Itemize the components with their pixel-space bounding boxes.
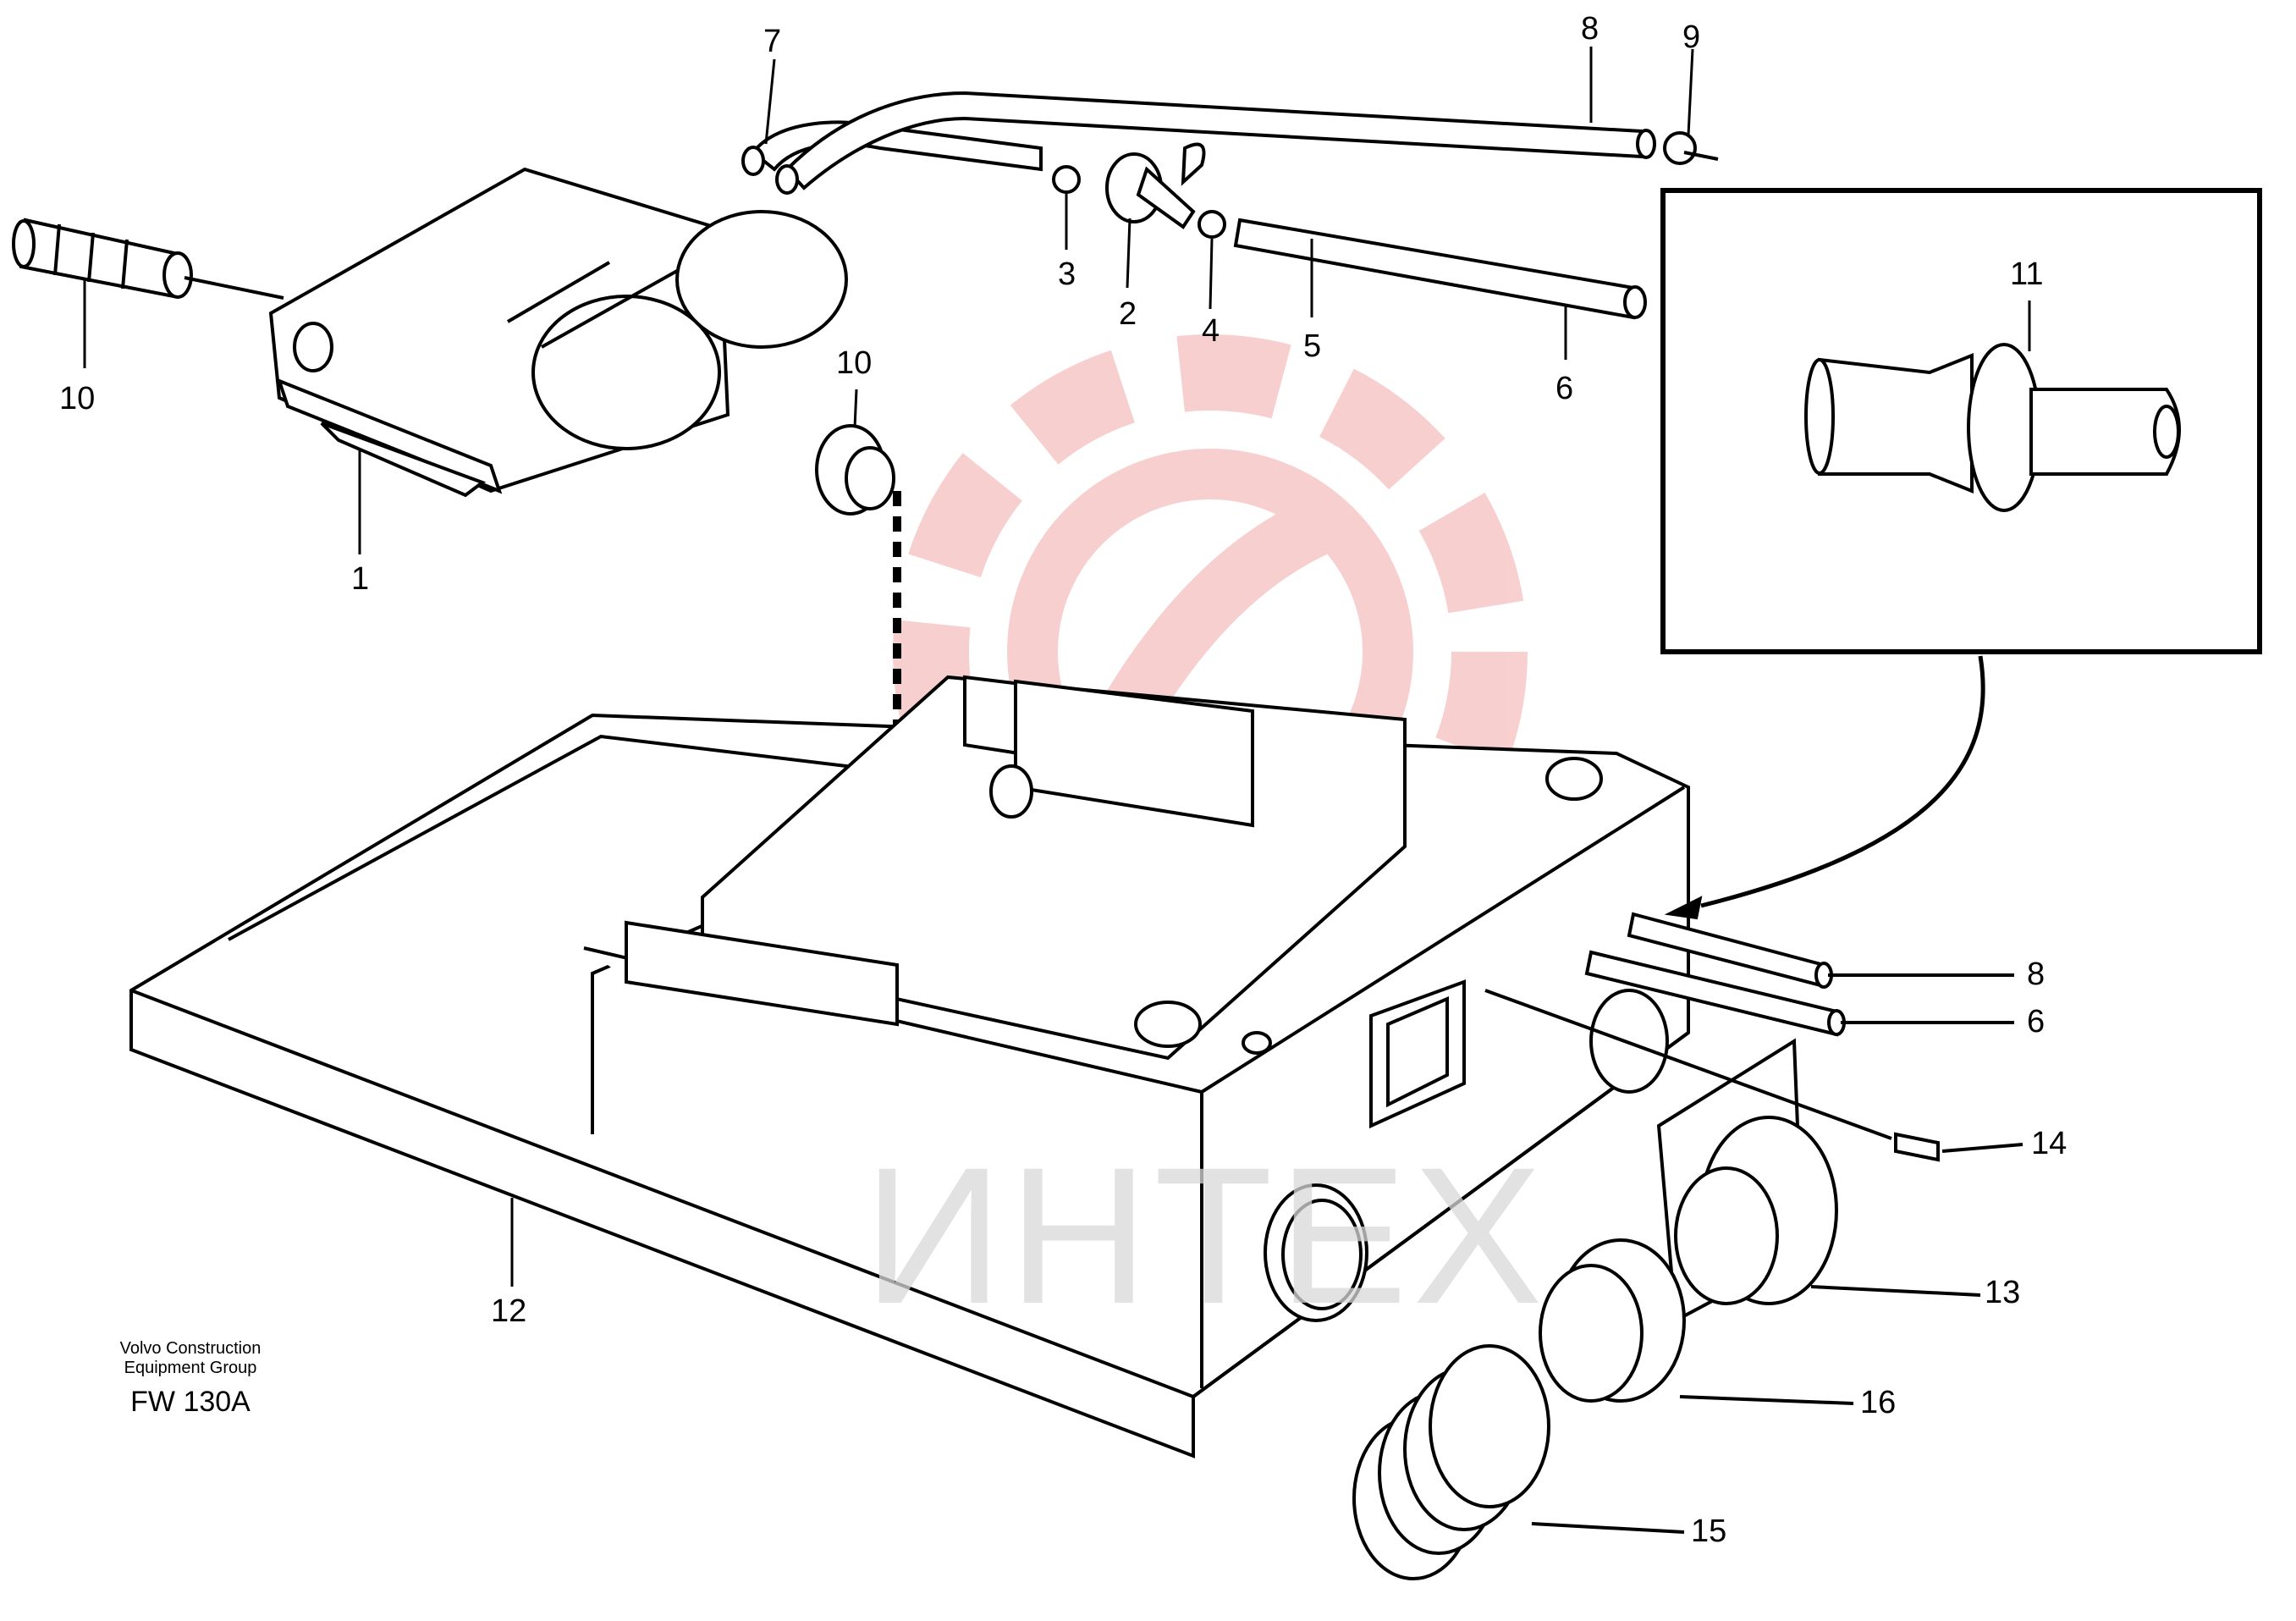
- credit-line-1: Volvo Construction: [119, 1339, 262, 1358]
- figure-code: FW 130A: [130, 1386, 251, 1418]
- heater-pipes: [1584, 912, 2014, 1037]
- callout-6-right: 6: [2027, 1004, 2045, 1039]
- credit-line-2: Equipment Group: [124, 1359, 257, 1377]
- heater-unit: [268, 167, 848, 498]
- callout-10-grommet: 10: [836, 345, 873, 381]
- callout-2: 2: [1119, 296, 1137, 332]
- callout-5: 5: [1303, 328, 1322, 364]
- callout-12: 12: [491, 1293, 527, 1329]
- corrugated-hose-left: [12, 218, 284, 300]
- callout-9: 9: [1682, 19, 1701, 55]
- callout-4: 4: [1202, 313, 1220, 349]
- callout-3: 3: [1058, 256, 1076, 292]
- leader-lines: [83, 47, 2031, 1287]
- callout-15: 15: [1691, 1513, 1727, 1549]
- detail-inset: [1660, 188, 2262, 920]
- watermark-text: ИНТЕХ: [863, 1127, 1548, 1344]
- callout-8-right: 8: [2027, 957, 2045, 992]
- callout-1: 1: [351, 561, 370, 597]
- callout-16: 16: [1860, 1385, 1897, 1420]
- cab-base-frame: [129, 675, 1690, 1458]
- callout-8: 8: [1581, 11, 1599, 47]
- grommet: [815, 424, 901, 736]
- callout-14: 14: [2031, 1126, 2068, 1161]
- callout-6: 6: [1555, 371, 1574, 406]
- hose-assembly: [741, 91, 1719, 320]
- publisher-credit: Volvo Construction Equipment Group FW 13…: [68, 1339, 313, 1419]
- air-duct-parts: [1352, 989, 2023, 1580]
- callout-7: 7: [763, 24, 782, 59]
- callout-11: 11: [2010, 256, 2044, 292]
- callout-10: 10: [59, 381, 96, 416]
- callout-13: 13: [1985, 1275, 2021, 1310]
